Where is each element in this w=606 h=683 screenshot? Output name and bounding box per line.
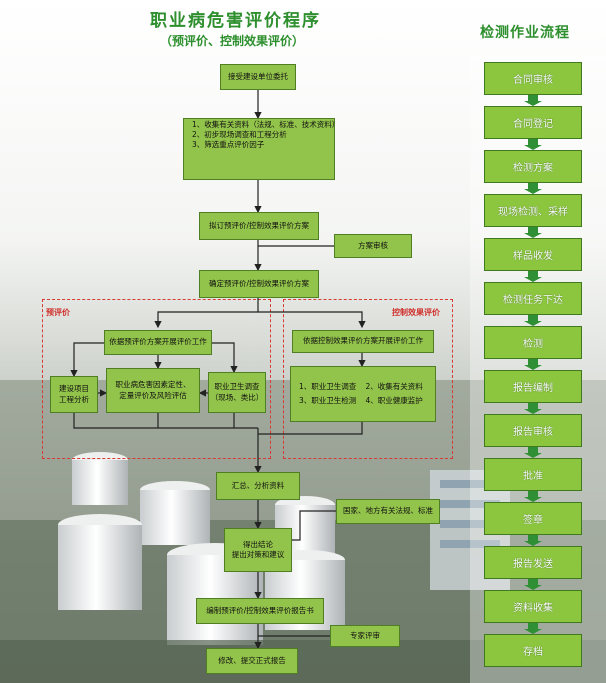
ctrl-item: 2、收集有关资料 (365, 381, 423, 391)
step-box: 检测任务下达 (484, 282, 582, 315)
step-box: 现场检测、采样 (484, 194, 582, 227)
collect-item: 1、收集有关资料（法规、标准、技术资料） (192, 120, 340, 129)
step-box: 报告编制 (484, 370, 582, 403)
entrust-box: 接受建设单位委托 (220, 64, 296, 90)
health-survey-line: 职业卫生调查 (214, 382, 260, 392)
collect-item: 2、初步现场调查和工程分析 (192, 130, 287, 140)
ctrl-eval-region (283, 299, 453, 459)
ctrl-item: 1、职业卫生调查 (299, 381, 357, 391)
step-box: 报告审核 (484, 414, 582, 447)
step-box: 签章 (484, 502, 582, 535)
hazard-eval-box: 职业病危害因素定性、 定量评价及风险评估 (106, 368, 200, 413)
health-survey-box: 职业卫生调查 （现场、类比） (208, 372, 266, 413)
step-box: 合同审核 (484, 62, 582, 95)
collect-box: 1、收集有关资料（法规、标准、技术资料） 2、初步现场调查和工程分析 3、筛选重… (183, 118, 339, 180)
ctrl-exec-box: 依据控制效果评价方案开展评价工作 (292, 330, 434, 353)
ctrl-eval-label: 控制效果评价 (392, 308, 440, 317)
pre-exec-box: 依据预评价方案开展评价工作 (104, 330, 212, 355)
pre-eval-label: 预评价 (46, 308, 70, 317)
summary-box: 汇总、分析资料 (216, 472, 300, 500)
right-title: 检测作业流程 (480, 25, 570, 41)
draft-plan-box: 拟订预评价/控制效果评价方案 (199, 212, 319, 240)
conclusion-line: 提出对策和建议 (231, 550, 285, 559)
conclusion-line: 得出结论 (243, 539, 273, 549)
ctrl-item: 3、职业卫生检测 (299, 396, 357, 405)
hazard-eval-line: 定量评价及风险评估 (119, 390, 187, 400)
confirm-plan-box: 确定预评价/控制效果评价方案 (199, 270, 319, 298)
project-analysis-line: 建设项目 (59, 384, 89, 394)
step-box: 检测方案 (484, 150, 582, 183)
step-box: 合同登记 (484, 106, 582, 139)
step-box: 批准 (484, 458, 582, 491)
health-survey-line: （现场、类比） (210, 392, 264, 402)
hazard-eval-line: 职业病危害因素定性、 (115, 380, 191, 390)
main-title: 职业病危害评价程序 (150, 11, 321, 31)
conclusion-box: 得出结论 提出对策和建议 (224, 528, 292, 572)
step-box: 报告发送 (484, 546, 582, 579)
step-box: 资料收集 (484, 590, 582, 623)
project-analysis-box: 建设项目 工程分析 (50, 376, 98, 413)
collect-item: 3、筛选重点评价因子 (192, 140, 265, 150)
final-report-box: 修改、提交正式报告 (206, 648, 298, 674)
step-box: 存档 (484, 634, 582, 667)
ctrl-items-box: 1、职业卫生调查 2、收集有关资料 3、职业卫生检测 4、职业健康监护 (290, 366, 436, 422)
plan-review-box: 方案审核 (334, 234, 412, 258)
pre-eval-region (42, 299, 271, 459)
ctrl-item: 4、职业健康监护 (365, 396, 423, 405)
sub-title: （预评价、控制效果评价） (160, 34, 305, 48)
expert-review-box: 专家评审 (330, 625, 400, 647)
step-box: 样品收发 (484, 238, 582, 271)
project-analysis-line: 工程分析 (59, 394, 89, 404)
report-box: 编制预评价/控制效果评价报告书 (196, 598, 324, 624)
regulations-box: 国家、地方有关法规、标准 (336, 499, 440, 524)
step-box: 检测 (484, 326, 582, 359)
